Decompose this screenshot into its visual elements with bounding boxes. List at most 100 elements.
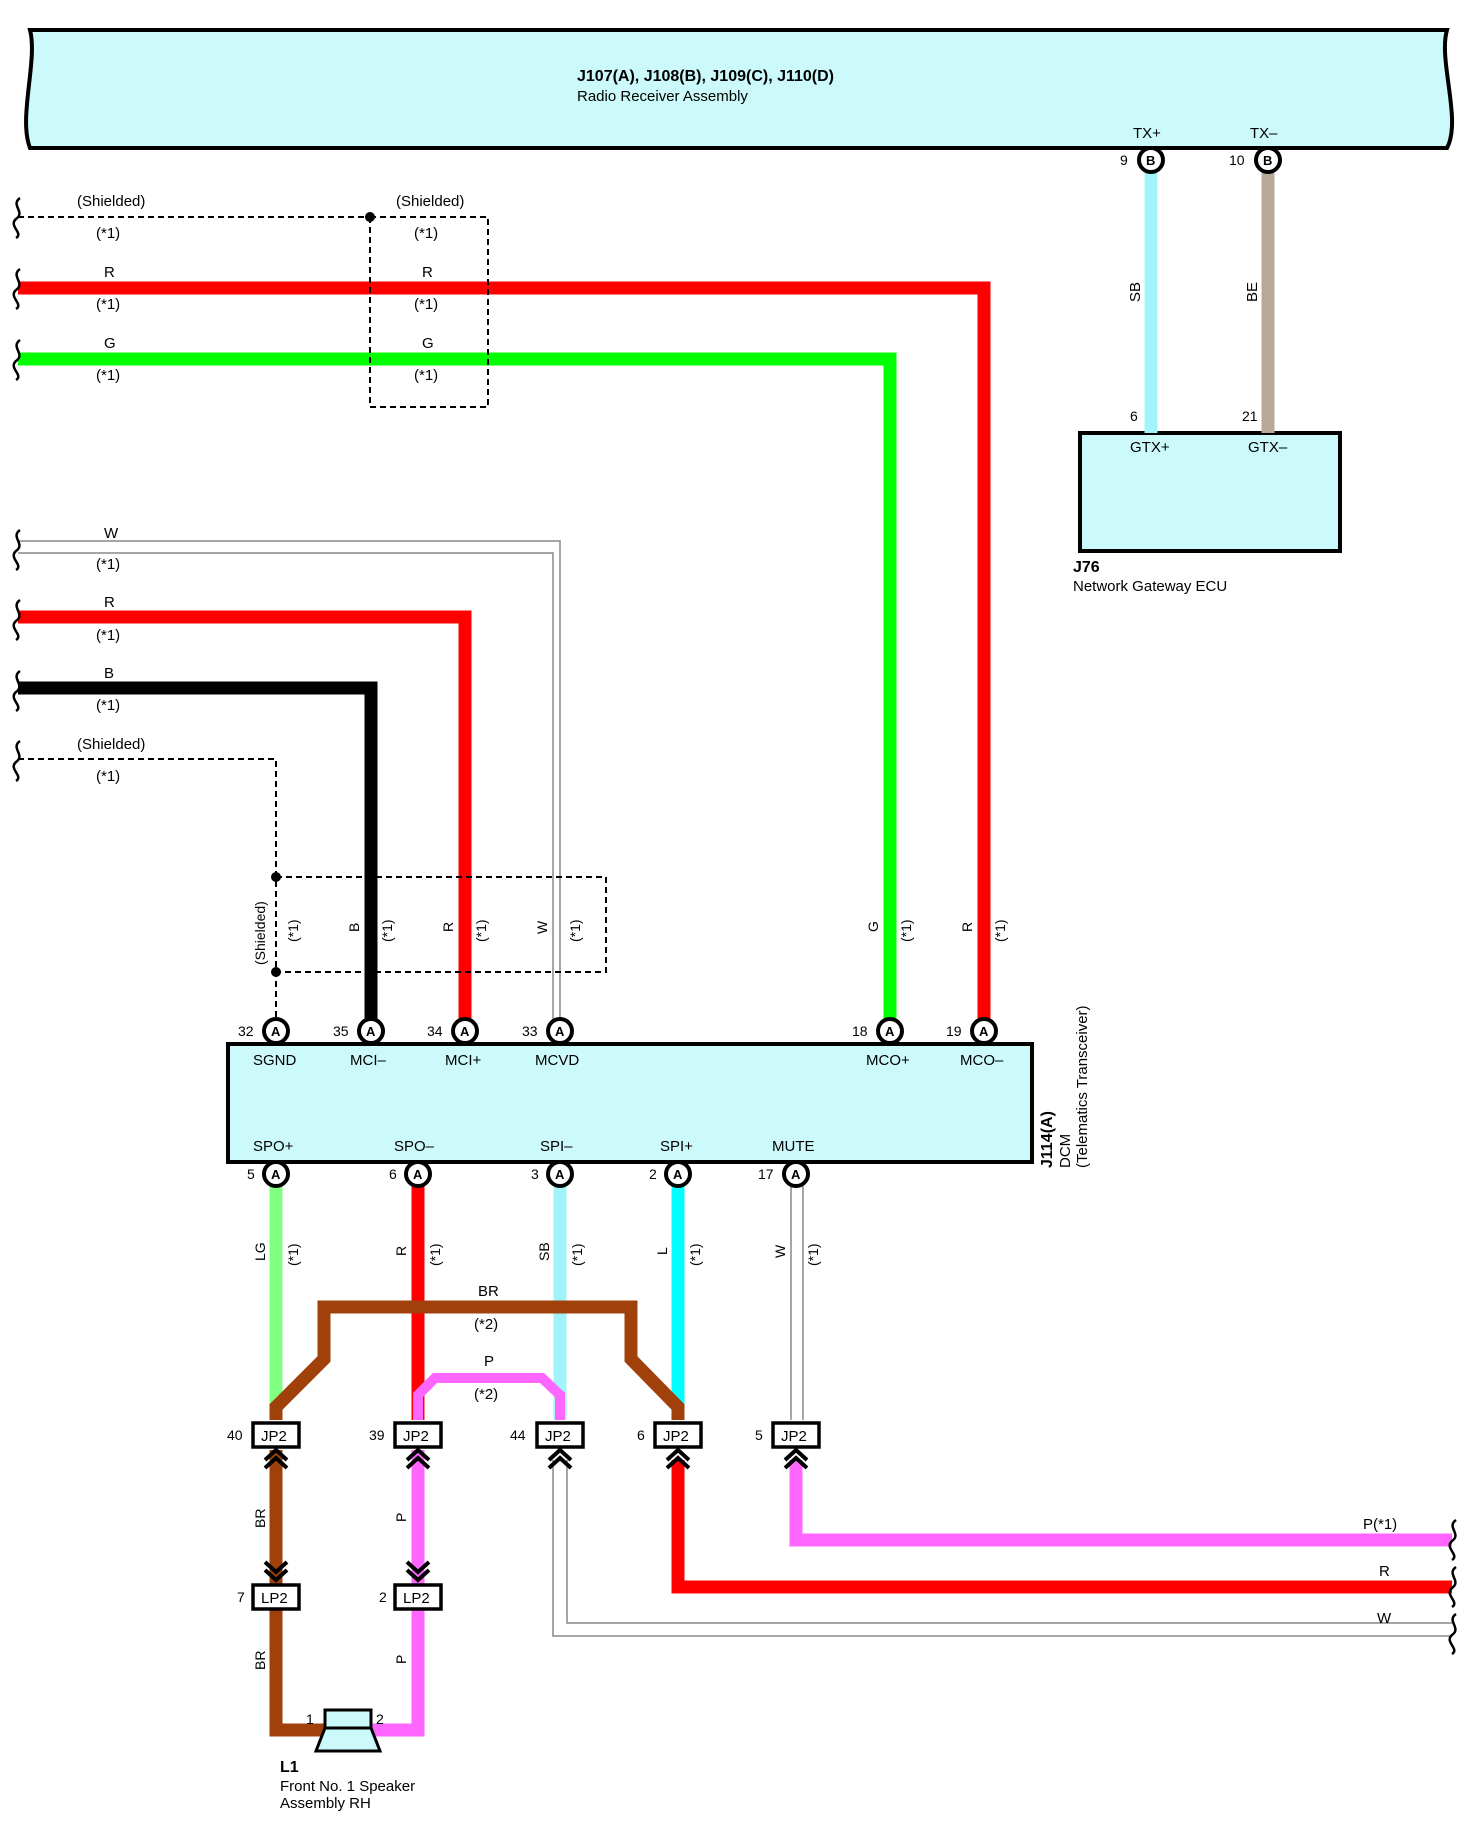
wire-w-mcvd-a bbox=[18, 540, 561, 1030]
lp2-label-2: LP2 bbox=[403, 1590, 430, 1607]
vlabel-bottom-code-4: L bbox=[654, 1247, 670, 1255]
dcm-sub: (Telematics Transceiver) bbox=[1074, 1005, 1091, 1168]
radio-pin-num-9: 9 bbox=[1120, 152, 1128, 168]
left-wire-note-3: (*1) bbox=[96, 367, 120, 384]
vlabel-top-note-6: (*1) bbox=[992, 919, 1008, 942]
left-wire-note-7: (*1) bbox=[96, 768, 120, 785]
dcm-top-conn-32: A bbox=[271, 1024, 281, 1039]
radio-pin-label-tx-minus: TX– bbox=[1250, 125, 1278, 142]
gateway-wire-label-sb: SB bbox=[1127, 282, 1144, 302]
shield-box1-code-3: G bbox=[422, 335, 434, 352]
dcm-bottom-num-5: 5 bbox=[247, 1166, 255, 1182]
radio-pins: TX+ TX– B 9 B 10 bbox=[1120, 125, 1282, 174]
gateway-pin1-num: 6 bbox=[1130, 408, 1138, 424]
radio-pin-num-10: 10 bbox=[1229, 152, 1245, 168]
splice-point bbox=[271, 967, 281, 977]
radio-pin-conn-10: B bbox=[1263, 153, 1272, 168]
lp2-chevrons bbox=[263, 1560, 431, 1583]
jp2-num-5: 5 bbox=[755, 1427, 763, 1443]
dcm-bottom-label-mute: MUTE bbox=[772, 1138, 815, 1155]
gateway-pin2-label: GTX– bbox=[1248, 439, 1288, 456]
left-wire-note-4: (*1) bbox=[96, 556, 120, 573]
connector-pin-9 bbox=[1137, 146, 1165, 174]
dcm-bottom-num-3: 3 bbox=[531, 1166, 539, 1182]
jp2-label-5: JP2 bbox=[781, 1428, 807, 1445]
speaker-id: L1 bbox=[280, 1759, 299, 1776]
wire-break-marks-left bbox=[12, 196, 21, 783]
jp2-connector-44 bbox=[535, 1421, 585, 1449]
dcm-bottom-num-17: 17 bbox=[758, 1166, 774, 1182]
shield-box1-code-1: (Shielded) bbox=[396, 193, 464, 210]
cross-wire-note-p: (*2) bbox=[474, 1386, 498, 1403]
cross-wire-code-p: P bbox=[484, 1353, 494, 1370]
dcm-top-conn-19: A bbox=[979, 1024, 989, 1039]
splice-point bbox=[271, 872, 281, 882]
vlabel-top-code-2: B bbox=[346, 923, 362, 932]
lp2-num-2: 2 bbox=[379, 1589, 387, 1605]
wire-br-speaker bbox=[269, 1610, 330, 1737]
dcm-bottom-conn-17: A bbox=[791, 1167, 801, 1182]
wire-w-mcvd-b bbox=[18, 552, 554, 1030]
cross-wire-code-br: BR bbox=[478, 1283, 499, 1300]
connector-pin-35 bbox=[357, 1017, 385, 1045]
wire-p-speaker bbox=[368, 1610, 425, 1737]
vlabel-bottom-note-4: (*1) bbox=[687, 1243, 703, 1266]
dcm-id: J114(A) bbox=[1039, 1111, 1056, 1168]
left-wire-code-2: R bbox=[104, 264, 115, 281]
vertical-labels-bottom: LG (*1) R (*1) SB (*1) L (*1) W (*1) bbox=[252, 1242, 821, 1266]
shield-box-2 bbox=[275, 876, 607, 973]
shield-box-1 bbox=[369, 216, 489, 408]
dcm-bottom-conn-5: A bbox=[271, 1167, 281, 1182]
vlabel-bottom-code-2: R bbox=[393, 1246, 409, 1256]
lower-wires: P(*1) R W BR P BR P bbox=[252, 1450, 1452, 1737]
speaker-icon bbox=[323, 1708, 373, 1730]
lower-wire-label-4: P bbox=[393, 1655, 409, 1664]
jp2-connector-40 bbox=[251, 1421, 301, 1449]
left-top-wires: (Shielded) (*1) R (*1) G (*1) (Shielded)… bbox=[18, 193, 991, 1030]
dcm-top-label-sgnd: SGND bbox=[253, 1052, 297, 1069]
gateway-wires: SB BE 6 21 bbox=[1127, 170, 1275, 433]
dcm-top-num-35: 35 bbox=[333, 1023, 349, 1039]
jp2-connector-6 bbox=[653, 1421, 703, 1449]
vlabel-top-note-3: (*1) bbox=[473, 919, 489, 942]
vlabel-bottom-note-3: (*1) bbox=[569, 1243, 585, 1266]
dcm-bottom-wires: BR (*2) P (*2) bbox=[269, 1175, 804, 1420]
vlabel-bottom-code-1: LG bbox=[252, 1242, 268, 1261]
vlabel-top-code-1: (Shielded) bbox=[252, 901, 268, 965]
left-wire-code-1: (Shielded) bbox=[77, 193, 145, 210]
right-wire-label-r: R bbox=[1379, 1563, 1390, 1580]
dcm-top-pins: A 32 SGND A 35 MCI– A 34 MCI+ A 33 MCVD … bbox=[238, 1017, 1004, 1069]
jp2-num-40: 40 bbox=[227, 1427, 243, 1443]
dcm-top-conn-34: A bbox=[460, 1024, 470, 1039]
wire-p-cross bbox=[413, 1373, 565, 1420]
lp2-connector-7 bbox=[251, 1583, 301, 1611]
gateway-wire-label-be: BE bbox=[1244, 282, 1261, 302]
jp2-connector-5 bbox=[771, 1421, 821, 1449]
dcm-bottom-label-spi-minus: SPI– bbox=[540, 1138, 573, 1155]
gateway-name: Network Gateway ECU bbox=[1073, 578, 1227, 595]
dcm-top-label-mco-plus: MCO+ bbox=[866, 1052, 910, 1069]
connector-pin-32 bbox=[262, 1017, 290, 1045]
vlabel-bottom-code-5: W bbox=[772, 1244, 788, 1258]
dcm-top-num-34: 34 bbox=[427, 1023, 443, 1039]
wire-g-mco-plus bbox=[18, 352, 897, 1030]
vlabel-bottom-code-3: SB bbox=[536, 1242, 552, 1261]
wire-break-marks-right bbox=[1448, 1518, 1457, 1656]
left-wire-note-5: (*1) bbox=[96, 627, 120, 644]
radio-id: J107(A), J108(B), J109(C), J110(D) bbox=[577, 68, 834, 85]
gateway-pin2-num: 21 bbox=[1242, 408, 1258, 424]
connector-pin-19 bbox=[970, 1017, 998, 1045]
connector-pin-33 bbox=[546, 1017, 574, 1045]
right-wire-label-w: W bbox=[1377, 1610, 1392, 1627]
jp2-num-44: 44 bbox=[510, 1427, 526, 1443]
dcm-top-conn-33: A bbox=[555, 1024, 565, 1039]
vlabel-top-code-4: W bbox=[534, 920, 550, 934]
vlabel-top-note-2: (*1) bbox=[379, 919, 395, 942]
left-wire-note-6: (*1) bbox=[96, 697, 120, 714]
speaker-l1: 1 2 L1 Front No. 1 Speaker Assembly RH bbox=[280, 1708, 415, 1812]
dcm-top-num-32: 32 bbox=[238, 1023, 254, 1039]
dcm-bottom-conn-6: A bbox=[413, 1167, 423, 1182]
radio-name: Radio Receiver Assembly bbox=[577, 88, 748, 105]
jp2-label-44: JP2 bbox=[545, 1428, 571, 1445]
